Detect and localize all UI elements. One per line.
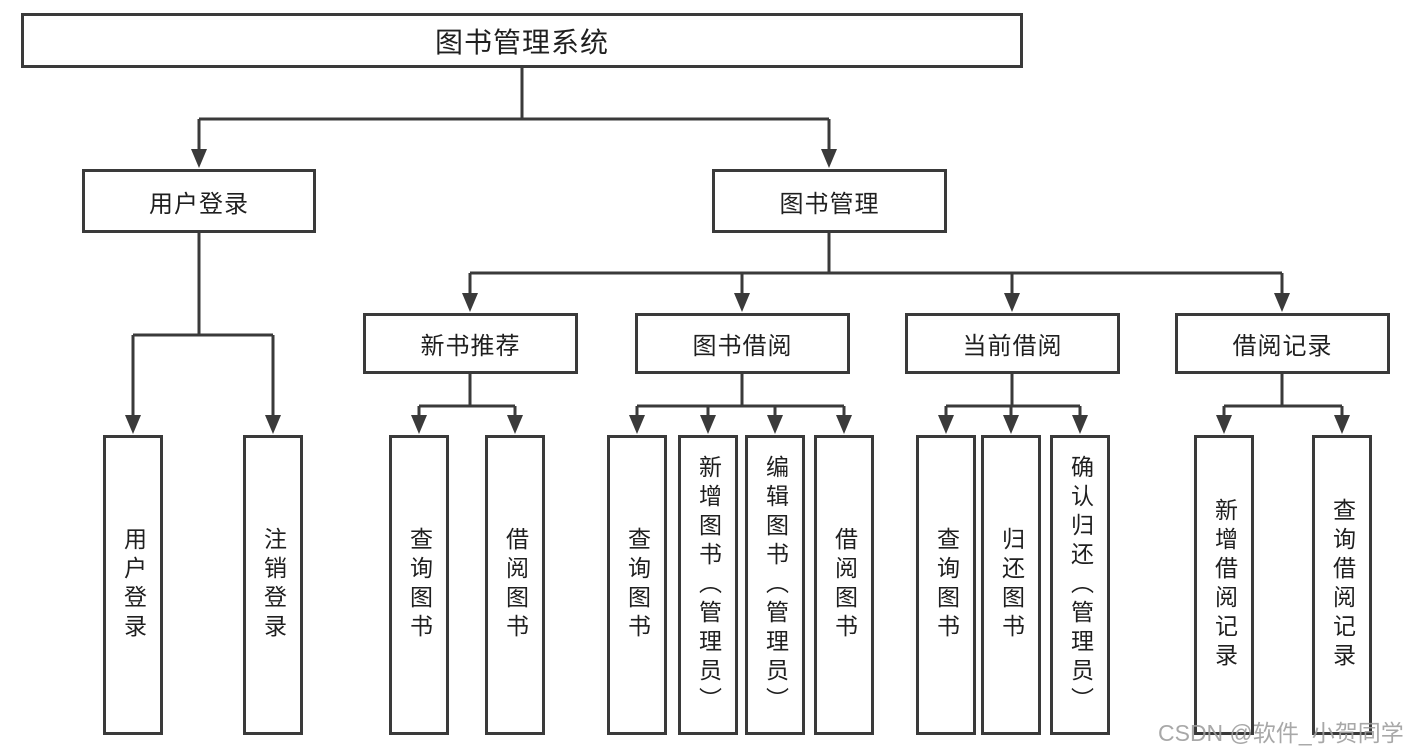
leaf-borrowing-query-books: 查询图书 xyxy=(607,435,667,735)
leaf-user-login: 用户登录 xyxy=(103,435,163,735)
node-book-management: 图书管理 xyxy=(712,169,947,233)
node-root-label: 图书管理系统 xyxy=(434,26,609,58)
csdn-watermark: CSDN @软件_小贺同学 xyxy=(1158,720,1404,746)
leaf-logout: 注销登录 xyxy=(243,435,303,735)
leaf-borrowing-add-books-admin: 新增图书（管理员） xyxy=(678,435,738,735)
node-user-login: 用户登录 xyxy=(82,169,316,233)
leaf-recommend-borrow-books: 借阅图书 xyxy=(485,435,545,735)
leaf-current-return-books: 归还图书 xyxy=(981,435,1041,735)
node-user-login-label: 用户登录 xyxy=(149,190,249,218)
leaf-borrowing-borrow-books-label: 借阅图书 xyxy=(831,527,858,643)
leaf-borrowing-query-books-label: 查询图书 xyxy=(624,527,651,643)
node-current-borrowing-label: 当前借阅 xyxy=(962,333,1063,360)
leaf-recommend-borrow-books-label: 借阅图书 xyxy=(502,527,529,643)
node-root: 图书管理系统 xyxy=(21,13,1023,68)
leaf-records-query-record-label: 查询借阅记录 xyxy=(1329,498,1356,672)
leaf-borrowing-borrow-books: 借阅图书 xyxy=(814,435,874,735)
leaf-current-query-books-label: 查询图书 xyxy=(933,527,960,643)
leaf-recommend-query-books: 查询图书 xyxy=(389,435,449,735)
leaf-borrowing-edit-books-admin-label: 编辑图书（管理员） xyxy=(762,454,789,716)
leaf-user-login-label: 用户登录 xyxy=(120,527,147,643)
node-book-management-label: 图书管理 xyxy=(779,190,880,218)
leaf-current-return-books-label: 归还图书 xyxy=(998,527,1025,643)
leaf-current-confirm-return-admin-label: 确认归还（管理员） xyxy=(1067,454,1094,716)
leaf-borrowing-edit-books-admin: 编辑图书（管理员） xyxy=(745,435,805,735)
leaf-borrowing-add-books-admin-label: 新增图书（管理员） xyxy=(695,454,722,716)
leaf-records-query-record: 查询借阅记录 xyxy=(1312,435,1372,735)
node-new-book-recommend-label: 新书推荐 xyxy=(420,333,521,360)
node-current-borrowing: 当前借阅 xyxy=(905,313,1120,374)
node-borrow-records: 借阅记录 xyxy=(1175,313,1390,374)
node-new-book-recommend: 新书推荐 xyxy=(363,313,578,374)
leaf-current-query-books: 查询图书 xyxy=(916,435,976,735)
leaf-current-confirm-return-admin: 确认归还（管理员） xyxy=(1050,435,1110,735)
leaf-records-add-record-label: 新增借阅记录 xyxy=(1211,498,1238,672)
node-book-borrowing-label: 图书借阅 xyxy=(692,333,793,360)
node-book-borrowing: 图书借阅 xyxy=(635,313,850,374)
arrowheads xyxy=(125,149,1350,434)
leaf-records-add-record: 新增借阅记录 xyxy=(1194,435,1254,735)
node-borrow-records-label: 借阅记录 xyxy=(1232,333,1333,360)
leaf-recommend-query-books-label: 查询图书 xyxy=(406,527,433,643)
leaf-logout-label: 注销登录 xyxy=(260,527,287,643)
